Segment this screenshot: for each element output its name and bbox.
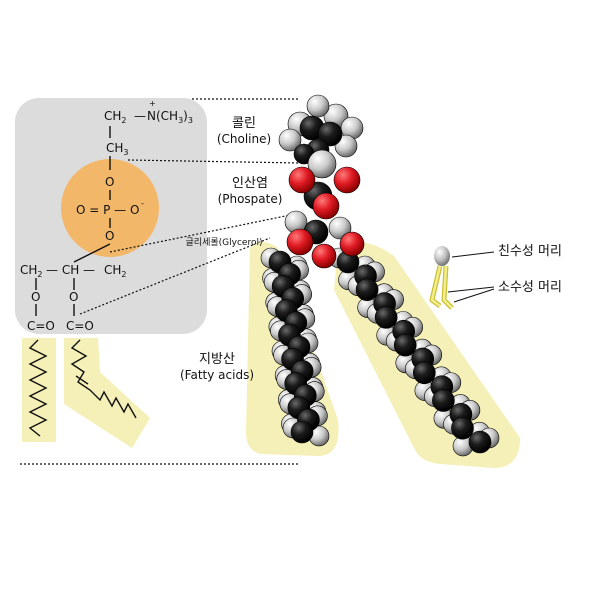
phosphate-label-ko: 인산염 bbox=[232, 176, 268, 191]
svg-text:N(CH3)3: N(CH3)3 bbox=[147, 109, 193, 125]
carbon-atom bbox=[374, 306, 398, 329]
svg-text:O: O bbox=[69, 290, 78, 304]
carbon-atom bbox=[290, 420, 314, 444]
choline-label: 콜린 (Choline) bbox=[206, 116, 282, 147]
oxygen-atom bbox=[312, 192, 340, 220]
svg-text:+: + bbox=[149, 99, 156, 108]
legend-hydrophilic-label: 친수성 머리 bbox=[498, 244, 562, 259]
choline-label-en: (Choline) bbox=[216, 132, 272, 147]
carbon-atom bbox=[355, 278, 379, 301]
svg-text:— CH —: — CH — bbox=[46, 263, 95, 277]
hydrogen-atom bbox=[334, 134, 358, 158]
svg-text:—: — bbox=[134, 109, 146, 123]
fatty-acids-label-ko: 지방산 bbox=[199, 352, 235, 367]
formula-bonds bbox=[35, 126, 111, 316]
glycerol-label-en: (Glycerol) bbox=[218, 238, 263, 248]
svg-text:O: O bbox=[31, 290, 40, 304]
oxygen-atom bbox=[333, 166, 361, 194]
carbon-atom bbox=[317, 121, 343, 147]
legend-hydrophobic-label: 소수성 머리 bbox=[498, 280, 562, 295]
carbon-atom bbox=[393, 333, 417, 357]
hydrogen-atom bbox=[306, 94, 330, 118]
svg-text:CH2: CH2 bbox=[20, 263, 43, 279]
structural-formula: CH2 — N(CH3)3 + CH3 O O = P — O - O CH2 … bbox=[20, 99, 193, 333]
carbon-atom bbox=[413, 361, 436, 385]
legend-head-icon bbox=[434, 246, 450, 266]
fatty-chain-left bbox=[28, 339, 48, 437]
glycerol-label-ko: 글리세롤 bbox=[185, 238, 219, 248]
legend-icon bbox=[429, 246, 495, 310]
carbon-atom bbox=[451, 416, 474, 440]
fatty-acids-label: 지방산 (Fatty acids) bbox=[172, 352, 262, 383]
tail-highlight-left bbox=[22, 338, 56, 442]
phosphate-label-en: (Phospate) bbox=[217, 192, 283, 207]
choline-label-ko: 콜린 bbox=[232, 116, 256, 131]
svg-text:-: - bbox=[141, 199, 144, 208]
oxygen-atom bbox=[339, 231, 365, 257]
space-filling-model bbox=[260, 94, 500, 457]
oxygen-atom bbox=[311, 243, 337, 269]
phosphate-highlight bbox=[61, 159, 159, 257]
glycerol-label: 글리세롤(Glycerol) bbox=[174, 238, 274, 249]
carbon-atom bbox=[468, 430, 492, 454]
svg-text:O: O bbox=[105, 229, 114, 243]
leader-lines bbox=[20, 98, 301, 465]
svg-text:O: O bbox=[105, 175, 114, 189]
hydrogen-atom bbox=[278, 128, 302, 152]
svg-text:CH2: CH2 bbox=[104, 263, 127, 279]
svg-text:C=O: C=O bbox=[27, 319, 55, 333]
oxygen-atom bbox=[288, 166, 316, 194]
carbon-atom bbox=[432, 389, 455, 412]
hydrogen-atom bbox=[307, 149, 337, 179]
svg-text:O = P — O: O = P — O bbox=[76, 203, 139, 217]
svg-text:C=O: C=O bbox=[66, 319, 94, 333]
fatty-acids-label-en: (Fatty acids) bbox=[180, 368, 254, 383]
svg-text:CH3: CH3 bbox=[106, 141, 129, 157]
phosphate-label: 인산염 (Phospate) bbox=[202, 176, 298, 207]
hydrogen-atom bbox=[328, 216, 352, 240]
oxygen-atom bbox=[286, 228, 314, 256]
svg-text:CH2: CH2 bbox=[104, 109, 127, 125]
double-bond-mark bbox=[75, 375, 89, 385]
fatty-chain-right bbox=[70, 339, 137, 419]
tail-highlight-right bbox=[64, 338, 150, 448]
